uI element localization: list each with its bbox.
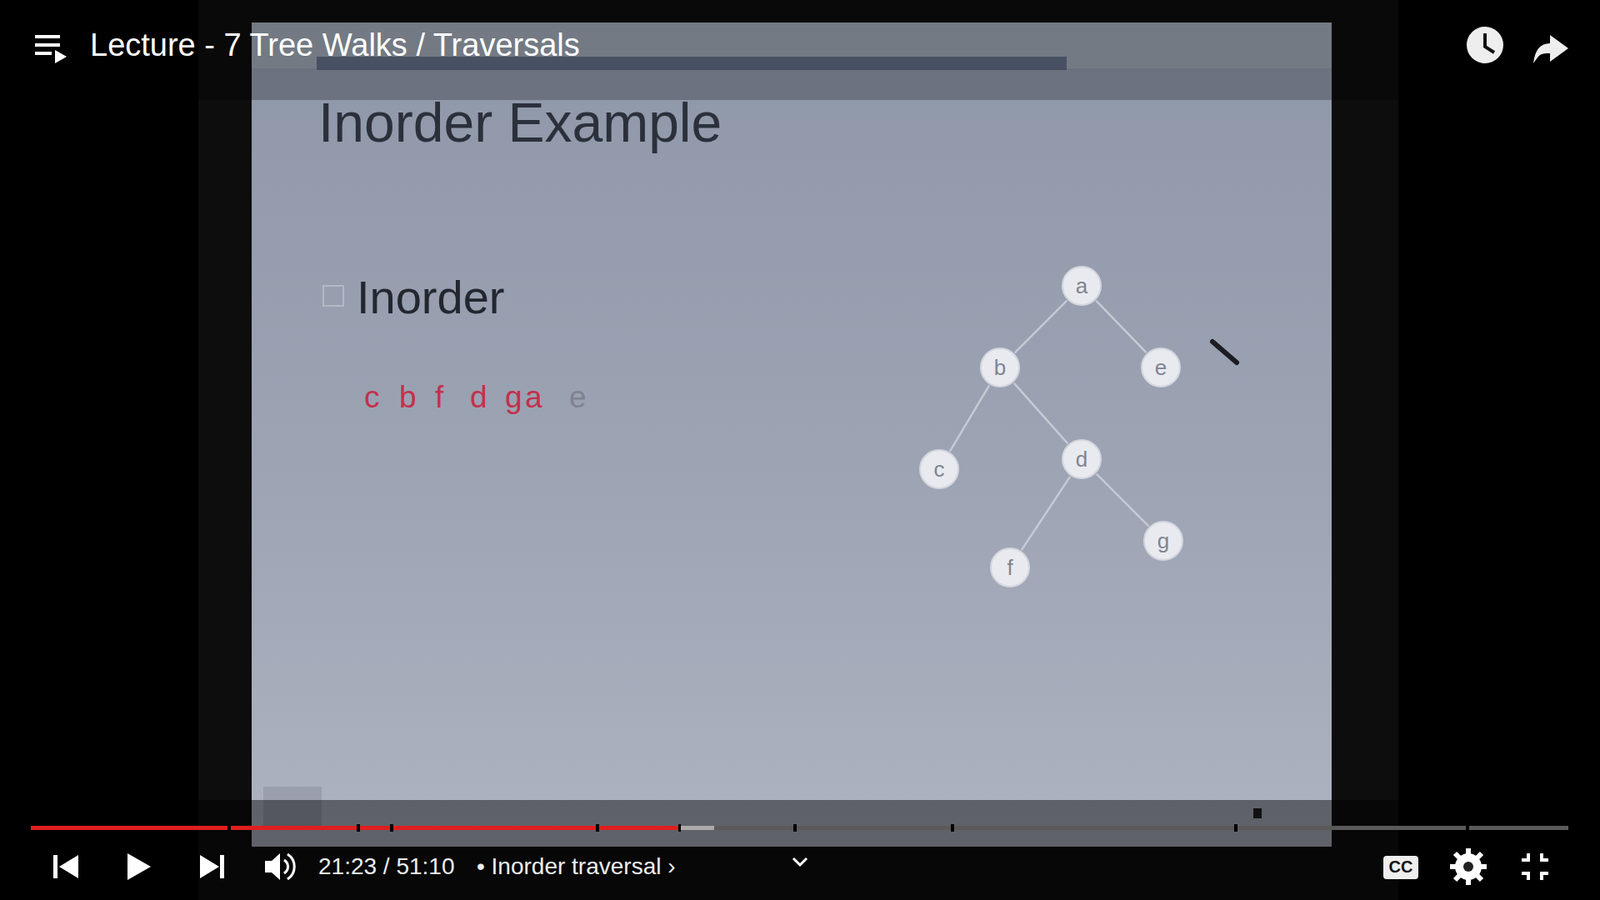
traversal-letter: a <box>525 380 543 416</box>
node-label-holder: f <box>989 546 1031 589</box>
tree-node: d <box>1060 438 1103 480</box>
bullet-box <box>323 285 344 306</box>
node-label-holder: d <box>1060 438 1103 480</box>
tree-node: b <box>979 346 1021 389</box>
node-label: f <box>1006 555 1013 581</box>
node-label: g <box>1157 528 1170 555</box>
tree-node: c <box>918 448 960 490</box>
node-label-holder: b <box>979 346 1021 389</box>
traversal-letter: g <box>505 380 523 416</box>
traversal-letter: c <box>364 380 380 416</box>
chapter-title: • Inorder traversal › <box>476 853 676 880</box>
time-display: 21:23 / 51:10 <box>318 853 455 880</box>
share-icon <box>1533 35 1569 64</box>
tree-node: e <box>1140 346 1182 389</box>
video-frame <box>198 0 1399 900</box>
captions-button <box>1383 855 1419 880</box>
tree-node: f <box>989 546 1031 589</box>
node-label-holder: c <box>918 448 960 490</box>
traversal-letter: d <box>470 380 488 416</box>
tree-edge <box>1095 300 1146 353</box>
progress-bar <box>30 824 1569 832</box>
bottom-gradient <box>0 800 1600 900</box>
node-label: c <box>934 456 945 483</box>
captions-text: CC <box>1388 857 1414 877</box>
node-label: b <box>994 355 1006 381</box>
slide-title: Inorder Example <box>318 91 722 155</box>
node-label: d <box>1075 446 1088 473</box>
node-label: e <box>1155 355 1167 381</box>
pen-pointer <box>1212 341 1237 363</box>
traversal-letter: e <box>569 380 587 416</box>
tree-edge <box>950 385 990 451</box>
tree-edge <box>1096 474 1150 527</box>
bullet-text: Inorder <box>356 270 505 325</box>
playlist-icon <box>35 35 67 64</box>
tree-edge <box>1014 383 1069 445</box>
node-label-holder: g <box>1142 520 1185 562</box>
top-gradient <box>0 0 1600 100</box>
node-label-holder: e <box>1140 346 1182 389</box>
traversal-letter: b <box>399 380 417 416</box>
node-label: a <box>1075 273 1088 300</box>
tree-node: a <box>1060 265 1103 307</box>
watch-later-icon <box>1466 26 1504 64</box>
tree-edge <box>1015 300 1068 354</box>
tree-node: g <box>1142 520 1185 562</box>
tree-edge <box>1021 476 1070 550</box>
node-label-holder: a <box>1060 265 1103 307</box>
video-title: Lecture - 7 Tree Walks / Traversals <box>90 27 580 65</box>
traversal-letter: f <box>435 380 444 416</box>
slide-background <box>251 22 1332 847</box>
player-controls <box>53 848 1549 885</box>
